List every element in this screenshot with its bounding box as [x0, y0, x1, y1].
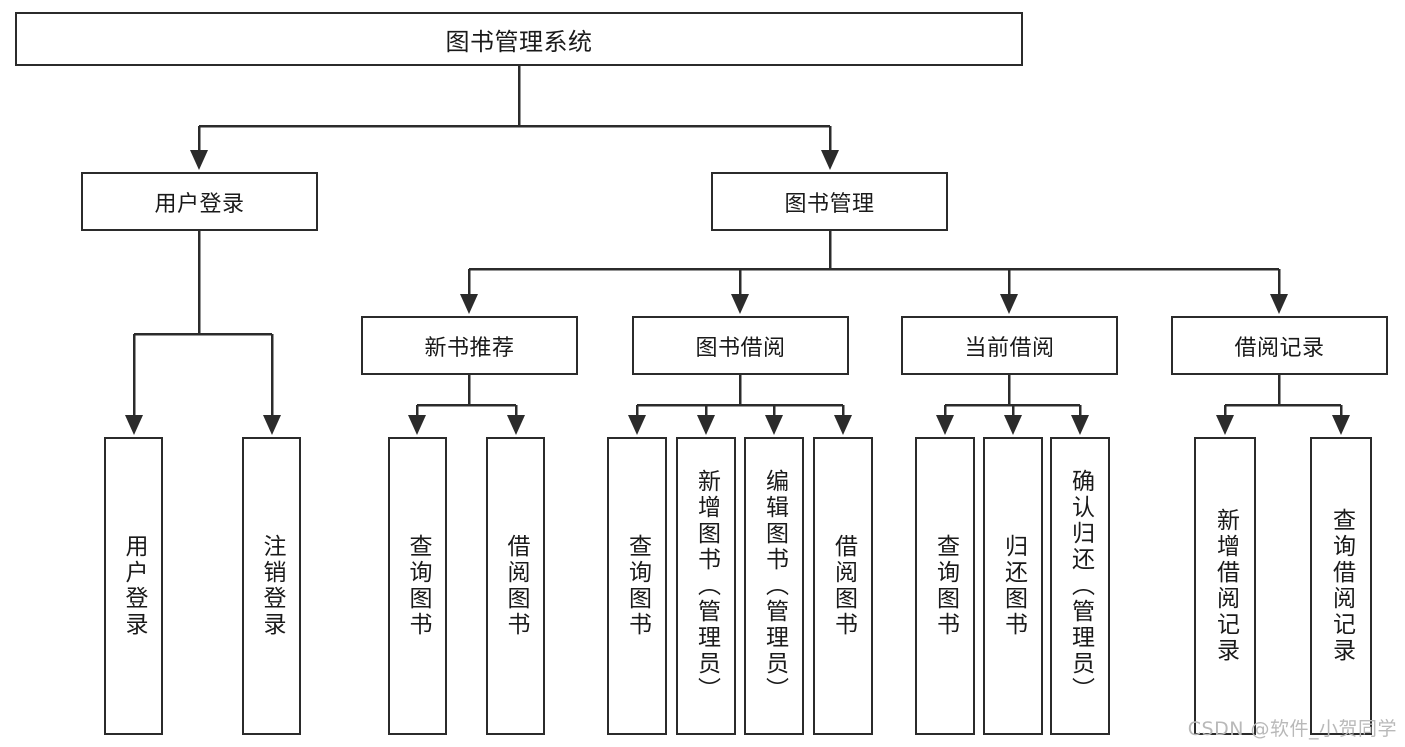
node-label-leaf-rec-query: 查询图书 — [405, 534, 431, 638]
node-label-new-book-rec: 新书推荐 — [424, 335, 515, 361]
node-borrow-log[interactable]: 借阅记录 — [1171, 316, 1388, 375]
node-label-leaf-cb-query: 查询图书 — [932, 534, 959, 638]
arrow-icon-book-manage-3 — [1270, 294, 1288, 314]
node-leaf-log-query[interactable]: 查询借阅记录 — [1310, 437, 1372, 735]
node-leaf-rec-borrow[interactable]: 借阅图书 — [486, 437, 545, 735]
node-leaf-cb-confirm[interactable]: 确认归还（管理员） — [1050, 437, 1110, 735]
arrow-icon-book-borrow-0 — [628, 415, 646, 435]
node-label-leaf-cb-confirm: 确认归还（管理员） — [1067, 469, 1094, 703]
arrow-icon-root-1 — [821, 150, 839, 170]
node-label-book-borrow: 图书借阅 — [695, 335, 786, 361]
node-leaf-rec-query[interactable]: 查询图书 — [388, 437, 447, 735]
node-leaf-bb-add[interactable]: 新增图书（管理员） — [676, 437, 736, 735]
node-book-manage[interactable]: 图书管理 — [711, 172, 948, 231]
node-label-leaf-log-query: 查询借阅记录 — [1328, 508, 1355, 664]
arrow-icon-book-borrow-1 — [697, 415, 715, 435]
node-label-leaf-rec-borrow: 借阅图书 — [503, 534, 529, 638]
node-label-user-login: 用户登录 — [154, 191, 245, 217]
arrow-icon-root-0 — [190, 150, 208, 170]
node-label-leaf-bb-add: 新增图书（管理员） — [693, 469, 720, 703]
node-label-book-manage: 图书管理 — [784, 191, 875, 217]
arrow-icon-cur-borrow-0 — [936, 415, 954, 435]
node-leaf-bb-borrow[interactable]: 借阅图书 — [813, 437, 873, 735]
arrow-icon-book-borrow-3 — [834, 415, 852, 435]
node-label-leaf-bb-borrow: 借阅图书 — [830, 534, 857, 638]
node-label-leaf-bb-query: 查询图书 — [624, 534, 651, 638]
node-label-leaf-bb-edit: 编辑图书（管理员） — [761, 469, 788, 703]
node-label-borrow-log: 借阅记录 — [1234, 335, 1325, 361]
node-label-leaf-cb-return: 归还图书 — [1000, 534, 1027, 638]
node-leaf-cb-return[interactable]: 归还图书 — [983, 437, 1043, 735]
node-user-login[interactable]: 用户登录 — [81, 172, 318, 231]
watermark: CSDN @软件_小贺同学 — [1187, 718, 1397, 740]
arrow-icon-user-login-1 — [263, 415, 281, 435]
arrow-icon-new-book-rec-0 — [408, 415, 426, 435]
node-label-leaf-user-logout: 注销登录 — [259, 534, 285, 638]
node-label-leaf-user-login: 用户登录 — [121, 534, 147, 638]
node-leaf-cb-query[interactable]: 查询图书 — [915, 437, 975, 735]
arrow-icon-book-manage-1 — [731, 294, 749, 314]
arrow-icon-borrow-log-0 — [1216, 415, 1234, 435]
node-leaf-user-login[interactable]: 用户登录 — [104, 437, 163, 735]
node-cur-borrow[interactable]: 当前借阅 — [901, 316, 1118, 375]
node-label-root: 图书管理系统 — [445, 27, 593, 56]
arrow-icon-borrow-log-1 — [1332, 415, 1350, 435]
arrow-icon-user-login-0 — [125, 415, 143, 435]
arrow-icon-book-manage-0 — [460, 294, 478, 314]
node-leaf-bb-edit[interactable]: 编辑图书（管理员） — [744, 437, 804, 735]
node-root[interactable]: 图书管理系统 — [15, 12, 1023, 66]
node-label-cur-borrow: 当前借阅 — [964, 335, 1055, 361]
node-label-leaf-log-add: 新增借阅记录 — [1212, 508, 1239, 664]
arrow-icon-book-manage-2 — [1000, 294, 1018, 314]
node-leaf-log-add[interactable]: 新增借阅记录 — [1194, 437, 1256, 735]
arrow-icon-cur-borrow-1 — [1004, 415, 1022, 435]
node-new-book-rec[interactable]: 新书推荐 — [361, 316, 578, 375]
node-book-borrow[interactable]: 图书借阅 — [632, 316, 849, 375]
arrow-icon-new-book-rec-1 — [507, 415, 525, 435]
arrow-icon-book-borrow-2 — [765, 415, 783, 435]
node-leaf-user-logout[interactable]: 注销登录 — [242, 437, 301, 735]
node-leaf-bb-query[interactable]: 查询图书 — [607, 437, 667, 735]
arrow-icon-cur-borrow-2 — [1071, 415, 1089, 435]
